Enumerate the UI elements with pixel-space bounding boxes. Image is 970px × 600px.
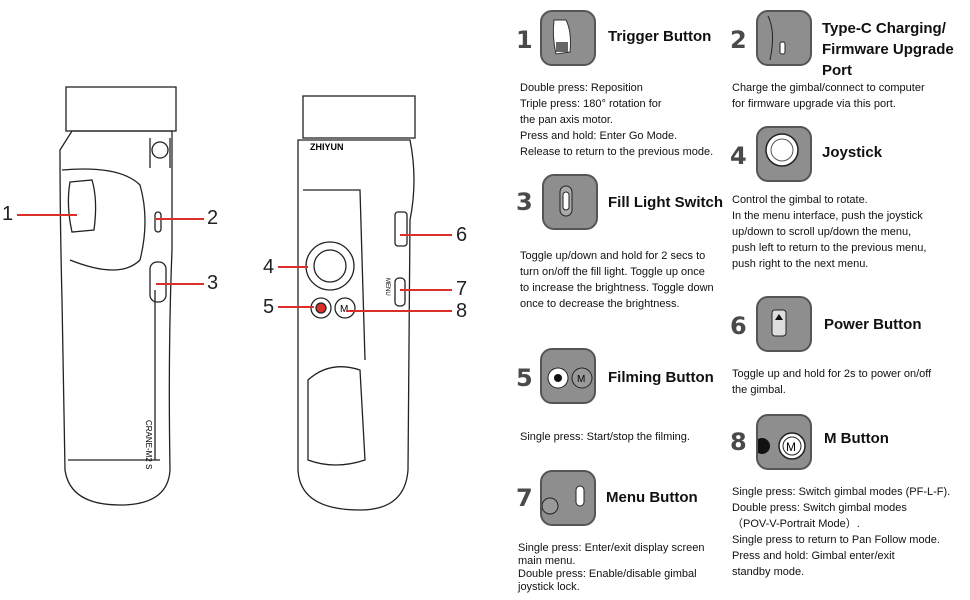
card-number: 6	[730, 312, 747, 340]
gimbal-side-view: CRANE-M2 S	[59, 86, 177, 506]
card-title: Joystick	[822, 144, 883, 161]
callout-8: 8	[456, 300, 468, 322]
card-title: Fill Light Switch	[608, 194, 723, 211]
callout-line-7	[400, 289, 452, 291]
card-title: Filming Button	[608, 369, 714, 386]
card-description: Single press: Switch gimbal modes (PF-L-…	[732, 486, 951, 578]
trigger-button-icon	[540, 10, 596, 66]
callout-7: 7	[456, 278, 468, 300]
feature-card-power: 6 Power Button Toggle up and hold for 2s…	[730, 296, 966, 406]
svg-text:M: M	[577, 374, 585, 385]
menu-button-icon	[540, 470, 596, 526]
callout-5: 5	[263, 296, 275, 318]
callout-4: 4	[263, 256, 275, 278]
callout-line-3	[156, 283, 204, 285]
card-number: 7	[516, 484, 533, 512]
callout-6: 6	[456, 224, 468, 246]
card-title: Menu Button	[606, 489, 698, 506]
fill-light-switch-icon	[542, 174, 598, 230]
card-description: Double press: Reposition Triple press: 1…	[520, 82, 714, 158]
callout-line-1	[17, 214, 77, 216]
usb-c-port-icon	[756, 10, 812, 66]
m-glyph: M	[340, 304, 348, 315]
joystick-icon	[756, 126, 812, 182]
menu-label: MENU	[384, 278, 390, 296]
feature-card-filming: 5 M Filming Button Single press: Start/s…	[516, 348, 726, 448]
callout-3: 3	[207, 272, 219, 294]
power-button-icon	[756, 296, 812, 352]
card-description: Toggle up/down and hold for 2 secs to tu…	[520, 250, 714, 310]
feature-card-m-button: 8 M M Button Single press: Switch gimbal…	[730, 414, 966, 600]
card-description: Toggle up and hold for 2s to power on/of…	[732, 368, 932, 396]
card-number: 2	[730, 26, 747, 54]
gimbal-front-view: ZHIYUN MENU M	[297, 95, 416, 511]
card-description: Charge the gimbal/connect to computer fo…	[732, 82, 925, 110]
m-button-icon: M	[756, 414, 812, 470]
card-title: Trigger Button	[608, 28, 712, 45]
card-title: M Button	[824, 430, 889, 447]
card-number: 3	[516, 188, 533, 216]
card-description: Single press: Start/stop the filming.	[520, 431, 690, 443]
callout-line-6	[400, 234, 452, 236]
card-number: 8	[730, 428, 747, 456]
feature-card-menu: 7 Menu Button Single press: Enter/exit d…	[516, 468, 726, 598]
filming-button-icon: M	[540, 348, 596, 404]
callout-line-5	[278, 306, 314, 308]
brand-logo: ZHIYUN	[310, 142, 344, 152]
card-number: 4	[730, 142, 747, 170]
card-description: Control the gimbal to rotate. In the men…	[732, 194, 927, 270]
callout-2: 2	[207, 207, 219, 229]
card-title: Power Button	[824, 316, 922, 333]
callout-line-4	[278, 266, 308, 268]
card-number: 1	[516, 26, 533, 54]
card-description: Single press: Enter/exit display screen …	[518, 542, 705, 593]
callout-line-2	[156, 218, 204, 220]
callout-line-8	[346, 310, 452, 312]
model-label: CRANE-M2 S	[144, 420, 153, 469]
feature-card-trigger: 1 Trigger Button Double press: Repositio…	[516, 8, 726, 158]
callout-1: 1	[2, 203, 14, 225]
feature-card-joystick: 4 Joystick Control the gimbal to rotate.…	[730, 126, 966, 276]
feature-card-type-c: 2 Type-C Charging/ Firmware Upgrade Port…	[730, 8, 966, 118]
card-number: 5	[516, 364, 533, 392]
feature-card-fill-light: 3 Fill Light Switch Toggle up/down and h…	[516, 172, 726, 322]
card-title: Type-C Charging/ Firmware Upgrade Port	[822, 20, 954, 79]
svg-text:M: M	[786, 440, 796, 454]
